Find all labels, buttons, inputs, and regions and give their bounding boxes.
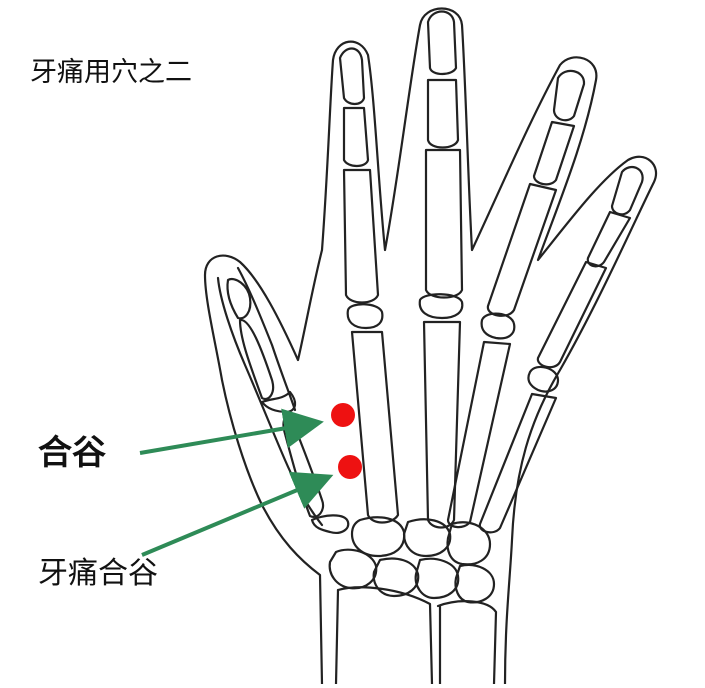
acupoint-dot-hegu (331, 403, 355, 427)
diagram-title: 牙痛用穴之二 (30, 57, 192, 88)
label-yatong-hegu: 牙痛合谷 (38, 556, 158, 591)
label-hegu: 合谷 (38, 433, 106, 473)
arrow-yatong-hegu (141, 471, 334, 557)
hand-outline (203, 7, 657, 686)
acupoint-dot-yatong-hegu (338, 455, 362, 479)
arrow-hegu (139, 408, 324, 455)
